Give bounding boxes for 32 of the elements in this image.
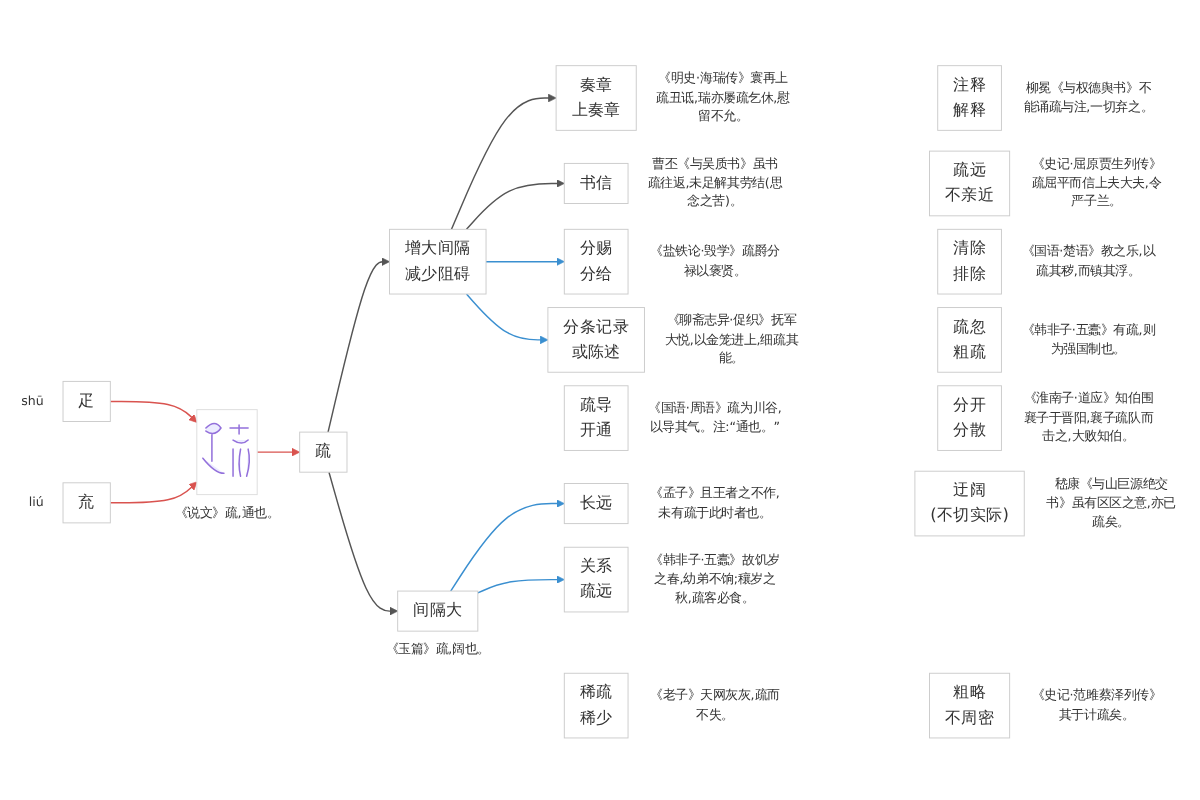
node-box: 疏远 不亲近: [929, 150, 1011, 217]
node-picture: [196, 409, 258, 496]
node-box: 稀疏 稀少: [563, 672, 629, 739]
node-box: 分赐 分给: [563, 228, 629, 295]
node-box: 奏章 上奏章: [555, 65, 637, 131]
arrow: [328, 471, 399, 616]
arrow: [109, 400, 198, 423]
arrow: [109, 481, 198, 504]
node-box: 注释 解释: [937, 65, 1002, 131]
node-box: 迂阔 (不切实际): [914, 470, 1025, 537]
arrow: [450, 93, 557, 231]
node-box: 分条记录 或陈述: [547, 307, 645, 373]
node-box: 清除 排除: [937, 228, 1002, 295]
node-box: 㐬: [62, 482, 111, 524]
node-box: 分开 分散: [937, 385, 1002, 451]
node-box: 疏: [299, 431, 348, 473]
arrow: [477, 575, 565, 594]
arrow: [256, 447, 301, 457]
node-box: 关系 疏远: [563, 546, 629, 613]
arrow: [327, 257, 390, 433]
node-box: 长远: [563, 483, 629, 525]
arrow: [450, 499, 565, 592]
arrow: [465, 179, 565, 231]
arrow: [465, 293, 549, 345]
node-box: 间隔大: [397, 590, 479, 632]
node-box: 粗略 不周密: [929, 672, 1011, 739]
node-box: 疏导 开通: [563, 385, 629, 451]
node-box: 疋: [62, 380, 111, 422]
node-box: 疏忽 粗疏: [937, 307, 1002, 373]
node-box: 增大间隔 减少阻碍: [389, 228, 487, 295]
arrow: [485, 257, 565, 266]
node-box: 书信: [563, 162, 629, 204]
